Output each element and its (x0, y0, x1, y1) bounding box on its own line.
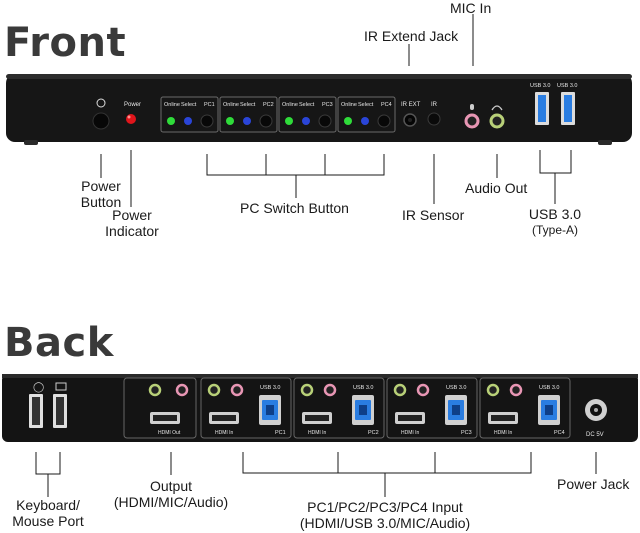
select-key: Select (240, 102, 256, 108)
select-led (243, 117, 251, 125)
pc-input-group (479, 377, 571, 439)
pc-switch-group (278, 96, 337, 133)
pc-mic-jack (416, 383, 430, 397)
power-button (92, 112, 110, 130)
hdmi-in-key: HDMI In (215, 430, 234, 436)
select-led (361, 117, 369, 125)
pc-inputs-callout: PC1/PC2/PC3/PC4 Input(HDMI/USB 3.0/MIC/A… (299, 499, 471, 531)
power-jack-callout: Power Jack (557, 476, 630, 492)
pc-switch-group (337, 96, 396, 133)
panel-print: IR (431, 102, 438, 108)
pc-audio-jack (207, 383, 221, 397)
pc-tag: PC3 (461, 430, 472, 436)
audio-out-callout: Audio Out (465, 180, 528, 196)
usb-key: USB 3.0 (353, 385, 373, 391)
panel-print: USB 3.0 (530, 83, 550, 89)
online-led (167, 117, 175, 125)
pc-switch-button[interactable] (318, 114, 332, 128)
pc-input-group (200, 377, 292, 439)
select-led (302, 117, 310, 125)
front-title: Front (4, 20, 127, 66)
pc-input-group (386, 377, 478, 439)
pc-switch-group (219, 96, 278, 133)
select-key: Select (358, 102, 374, 108)
audio-out-jack (489, 113, 505, 129)
back-title: Back (4, 320, 114, 366)
keyboard-mouse-callout: Keyboard/Mouse Port (12, 497, 84, 529)
ir-sensor (427, 112, 441, 126)
select-key: Select (299, 102, 315, 108)
pc-switch-callout: PC Switch Button (240, 200, 349, 216)
pc-tag: PC4 (554, 430, 565, 436)
panel-print: USB 3.0 (557, 83, 577, 89)
hdmi-in-key: HDMI In (308, 430, 327, 436)
usb-key: USB 3.0 (260, 385, 280, 391)
power-indicator-led (126, 114, 136, 124)
select-key: Select (181, 102, 197, 108)
pc-audio-jack (486, 383, 500, 397)
output-block (123, 377, 197, 439)
online-key: Online (223, 102, 239, 108)
online-led (344, 117, 352, 125)
pc-mic-jack (509, 383, 523, 397)
ir-extend-callout: IR Extend Jack (364, 28, 459, 44)
select-led (184, 117, 192, 125)
power-icon (96, 98, 106, 108)
online-key: Online (282, 102, 298, 108)
pc-switch-button[interactable] (259, 114, 273, 128)
pc-mic-jack (230, 383, 244, 397)
pc-switch-button[interactable] (200, 114, 214, 128)
panel-print: DC 5V (586, 432, 604, 438)
online-led (285, 117, 293, 125)
usb-key: USB 3.0 (446, 385, 466, 391)
pc-audio-jack (393, 383, 407, 397)
pc-tag: PC2 (263, 102, 274, 108)
output-callout: Output(HDMI/MIC/Audio) (113, 478, 229, 510)
online-key: Online (341, 102, 357, 108)
mic-in-callout: MIC In (450, 0, 492, 16)
pc-tag: PC4 (381, 102, 392, 108)
ir-sensor-callout: IR Sensor (402, 207, 465, 223)
hdmi-in-key: HDMI In (494, 430, 513, 436)
pc-tag: PC2 (368, 430, 379, 436)
pc-input-group (293, 377, 385, 439)
pc-audio-jack (300, 383, 314, 397)
pc-tag: PC3 (322, 102, 333, 108)
usb30-callout: USB 3.0(Type-A) (528, 206, 582, 237)
hdmi-in-key: HDMI In (401, 430, 420, 436)
pc-switch-group (160, 96, 219, 133)
panel-print: HDMI Out (158, 430, 181, 436)
panel-print: IR EXT (401, 102, 421, 108)
output-audio-jack (148, 383, 162, 397)
mic-in-jack (464, 113, 480, 129)
power-key: Power (124, 102, 141, 108)
usb-key: USB 3.0 (539, 385, 559, 391)
mouse-icon: ◯ (33, 382, 44, 393)
online-led (226, 117, 234, 125)
pc-mic-jack (323, 383, 337, 397)
pc-tag: PC1 (275, 430, 286, 436)
pc-switch-button[interactable] (377, 114, 391, 128)
pc-tag: PC1 (204, 102, 215, 108)
keyboard-icon (55, 382, 67, 391)
output-mic-jack (175, 383, 189, 397)
online-key: Online (164, 102, 180, 108)
